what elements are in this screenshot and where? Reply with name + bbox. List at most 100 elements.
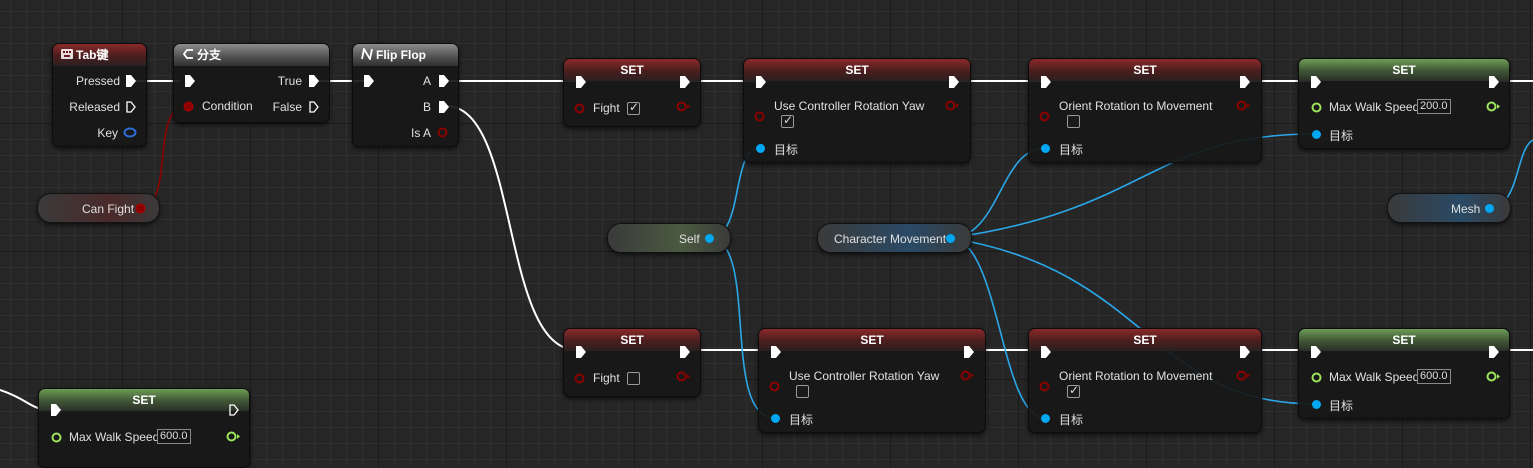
set-orient-title-2: SET [1133, 333, 1157, 347]
can-fight-bool-pin[interactable] [135, 203, 146, 214]
orient-target-label: 目标 [1059, 143, 1084, 157]
flipflop-exec-in-pin[interactable] [364, 75, 374, 87]
set-orient-exec-in-pin[interactable] [1041, 76, 1051, 88]
a-exec-pin[interactable] [439, 75, 449, 87]
set-yaw-exec-out-pin[interactable] [949, 76, 959, 88]
yaw-bool-out-pin[interactable] [945, 100, 959, 111]
true-exec-pin[interactable] [309, 75, 319, 87]
orient-bool-out-pin[interactable] [1236, 100, 1250, 111]
speed-float-in-pin-3[interactable] [51, 432, 62, 443]
set-orient-exec-in-pin-2[interactable] [1041, 346, 1051, 358]
fight-bool-out-pin-2[interactable] [676, 371, 690, 382]
set-max-walk-speed-node[interactable]: SET Max Walk Speed 200.0 目标 [1298, 58, 1510, 149]
false-exec-pin[interactable] [309, 101, 319, 113]
is-a-bool-pin[interactable] [437, 127, 448, 138]
set-orient-header[interactable]: SET [1029, 59, 1261, 81]
set-yaw-header[interactable]: SET [744, 59, 970, 81]
orient-target-pin[interactable] [1040, 143, 1051, 154]
set-speed-title-3: SET [132, 393, 156, 407]
self-variable[interactable]: Self [607, 223, 731, 253]
set-speed-header[interactable]: SET [1299, 59, 1509, 81]
tab-key-header[interactable]: Tab键 [53, 44, 146, 66]
tab-key-event-node[interactable]: Tab键 Pressed Released Key [52, 43, 147, 147]
orient-bool-in-pin-2[interactable] [1039, 381, 1050, 392]
set-speed-exec-in-pin[interactable] [1311, 76, 1321, 88]
speed-value-input-2[interactable]: 600.0 [1417, 369, 1451, 384]
set-fight-node-2[interactable]: SET Fight [563, 328, 701, 397]
fight-bool-in-pin[interactable] [574, 103, 585, 114]
set-fight-exec-in-pin-2[interactable] [576, 346, 586, 358]
speed-value-input[interactable]: 200.0 [1417, 99, 1451, 114]
set-speed-exec-in-pin-3[interactable] [51, 404, 61, 416]
set-yaw-header-2[interactable]: SET [759, 329, 985, 351]
branch-exec-in-pin[interactable] [185, 75, 195, 87]
set-yaw-exec-in-pin-2[interactable] [771, 346, 781, 358]
mesh-label: Mesh [1451, 202, 1481, 216]
set-yaw-node[interactable]: SET Use Controller Rotation Yaw 目标 [743, 58, 971, 163]
set-fight-exec-in-pin[interactable] [576, 76, 586, 88]
set-orient-header-2[interactable]: SET [1029, 329, 1261, 351]
pressed-exec-pin[interactable] [126, 75, 136, 87]
mesh-object-pin[interactable] [1484, 203, 1495, 214]
speed-float-in-pin-2[interactable] [1311, 372, 1322, 383]
speed-value-input-3[interactable]: 600.0 [157, 429, 191, 444]
character-movement-object-pin[interactable] [945, 233, 956, 244]
speed-target-pin-2[interactable] [1311, 399, 1322, 410]
set-speed-header-3[interactable]: SET [39, 389, 249, 411]
orient-checkbox-checked[interactable] [1067, 383, 1080, 398]
self-object-pin[interactable] [704, 233, 715, 244]
set-fight-header-2[interactable]: SET [564, 329, 700, 351]
can-fight-variable[interactable]: Can Fight [37, 193, 160, 223]
released-exec-pin[interactable] [126, 101, 136, 113]
speed-float-out-pin-3[interactable] [226, 431, 240, 442]
set-fight-exec-out-pin[interactable] [680, 76, 690, 88]
fight-checkbox-unchecked[interactable] [627, 372, 640, 385]
b-exec-pin[interactable] [439, 101, 449, 113]
flipflop-header[interactable]: Flip Flop [353, 44, 458, 66]
yaw-target-pin[interactable] [755, 143, 766, 154]
key-label: Key [97, 126, 118, 140]
set-orient-node-2[interactable]: SET Orient Rotation to Movement 目标 [1028, 328, 1262, 433]
fight-label-2: Fight [593, 371, 620, 385]
yaw-target-pin-2[interactable] [770, 413, 781, 424]
speed-float-out-pin[interactable] [1486, 101, 1500, 112]
set-speed-exec-out-pin-2[interactable] [1489, 346, 1499, 358]
set-max-walk-speed-node-2[interactable]: SET Max Walk Speed 600.0 目标 [1298, 328, 1510, 419]
set-orient-exec-out-pin-2[interactable] [1240, 346, 1250, 358]
speed-float-in-pin[interactable] [1311, 102, 1322, 113]
fight-checkbox-checked[interactable] [627, 100, 640, 115]
orient-bool-out-pin-2[interactable] [1236, 370, 1250, 381]
set-yaw-node-2[interactable]: SET Use Controller Rotation Yaw 目标 [758, 328, 986, 433]
set-speed-exec-out-pin[interactable] [1489, 76, 1499, 88]
yaw-bool-out-pin-2[interactable] [960, 370, 974, 381]
set-fight-node[interactable]: SET Fight [563, 58, 701, 127]
set-orient-exec-out-pin[interactable] [1240, 76, 1250, 88]
yaw-checkbox-checked[interactable] [781, 113, 794, 128]
yaw-bool-in-pin-2[interactable] [769, 381, 780, 392]
fight-bool-out-pin[interactable] [676, 101, 690, 112]
set-max-walk-speed-node-3[interactable]: SET Max Walk Speed 600.0 [38, 388, 250, 468]
set-fight-exec-out-pin-2[interactable] [680, 346, 690, 358]
flipflop-node[interactable]: Flip Flop A B Is A [352, 43, 459, 147]
orient-target-pin-2[interactable] [1040, 413, 1051, 424]
yaw-checkbox-unchecked[interactable] [796, 385, 809, 398]
set-speed-header-2[interactable]: SET [1299, 329, 1509, 351]
set-yaw-exec-in-pin[interactable] [756, 76, 766, 88]
yaw-bool-in-pin[interactable] [754, 111, 765, 122]
orient-bool-in-pin[interactable] [1039, 111, 1050, 122]
set-fight-header[interactable]: SET [564, 59, 700, 81]
orient-checkbox-unchecked[interactable] [1067, 115, 1080, 128]
branch-header[interactable]: 分支 [174, 44, 329, 66]
condition-bool-pin[interactable] [183, 101, 194, 112]
set-speed-exec-out-pin-3[interactable] [229, 404, 239, 416]
key-struct-pin[interactable] [123, 127, 137, 138]
speed-float-out-pin-2[interactable] [1486, 371, 1500, 382]
set-yaw-exec-out-pin-2[interactable] [964, 346, 974, 358]
set-speed-exec-in-pin-2[interactable] [1311, 346, 1321, 358]
speed-target-pin[interactable] [1311, 129, 1322, 140]
character-movement-variable[interactable]: Character Movement [817, 223, 972, 253]
fight-bool-in-pin-2[interactable] [574, 373, 585, 384]
set-orient-node[interactable]: SET Orient Rotation to Movement 目标 [1028, 58, 1262, 163]
branch-node[interactable]: 分支 Condition True False [173, 43, 330, 123]
mesh-variable[interactable]: Mesh [1387, 193, 1511, 223]
